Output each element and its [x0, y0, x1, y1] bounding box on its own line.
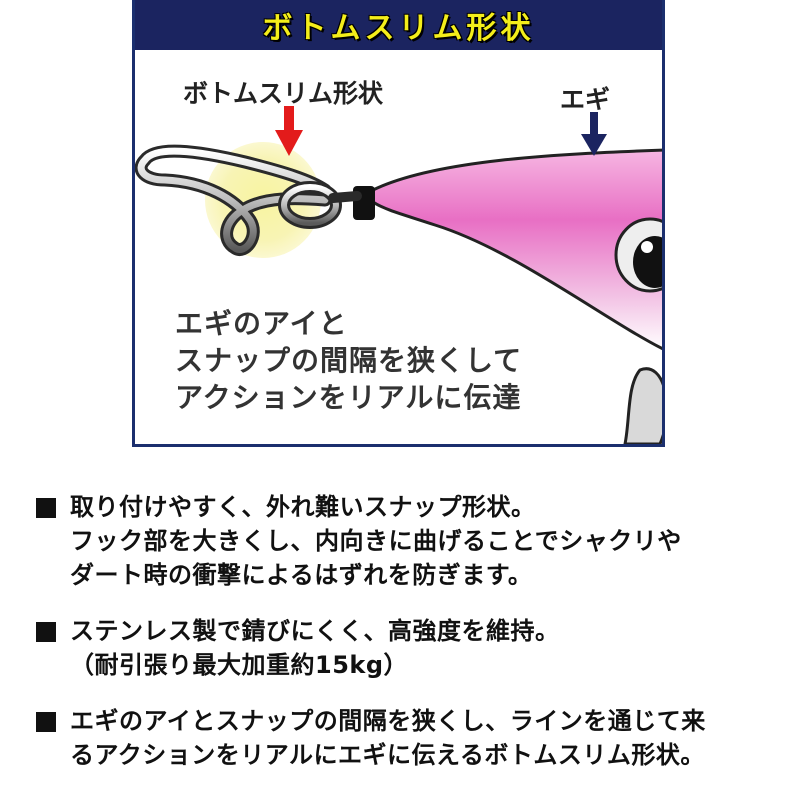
bullet-square-icon	[36, 622, 56, 642]
navy-down-arrow	[581, 112, 607, 156]
egi-eye-pupil	[633, 236, 662, 288]
feature-line: フック部を大きくし、内向きに曲げることでシャクリや	[70, 527, 682, 555]
feature-line: 取り付けやすく、外れ難いスナップ形状。	[70, 493, 536, 521]
feature-line: ダート時の衝撃によるはずれを防ぎます。	[70, 561, 533, 589]
feature-list: 取り付けやすく、外れ難いスナップ形状。 フック部を大きくし、内向きに曲げることで…	[34, 490, 794, 794]
egi-eye-shine	[641, 241, 653, 253]
feature-item: ステンレス製で錆びにくく、高強度を維持。 （耐引張り最大加重約15kg）	[34, 614, 794, 682]
label-bottom-slim-shape: ボトムスリム形状	[183, 79, 384, 108]
snap-wire-highlight	[137, 147, 329, 253]
feature-line: エギのアイとスナップの間隔を狭くし、ラインを通じて来	[70, 707, 706, 735]
feature-line: ステンレス製で錆びにくく、高強度を維持。	[70, 617, 560, 645]
panel-title: ボトムスリム形状	[262, 11, 535, 46]
illustration-note: エギのアイと スナップの間隔を狭くして アクションをリアルに伝達	[175, 305, 522, 416]
feature-line: （耐引張り最大加重約15kg）	[70, 651, 409, 679]
note-line: エギのアイと	[175, 307, 348, 340]
bullet-square-icon	[36, 498, 56, 518]
label-egi: エギ	[560, 85, 611, 114]
illustration-panel: ボトムスリム形状	[132, 0, 665, 447]
ring-connector	[328, 191, 362, 203]
egi-body	[371, 148, 662, 351]
feature-item: 取り付けやすく、外れ難いスナップ形状。 フック部を大きくし、内向きに曲げることで…	[34, 490, 794, 592]
egi-fin	[623, 367, 662, 444]
note-line: アクションをリアルに伝達	[175, 381, 522, 414]
panel-header: ボトムスリム形状	[135, 0, 662, 50]
feature-item: エギのアイとスナップの間隔を狭くし、ラインを通じて来 るアクションをリアルにエギ…	[34, 704, 794, 772]
split-ring-highlight	[281, 184, 339, 226]
note-line: スナップの間隔を狭くして	[175, 344, 523, 377]
feature-line: るアクションをリアルにエギに伝えるボトムスリム形状。	[70, 741, 705, 769]
bullet-square-icon	[36, 712, 56, 732]
snap-illustration	[135, 106, 662, 444]
red-down-arrow	[275, 106, 303, 156]
